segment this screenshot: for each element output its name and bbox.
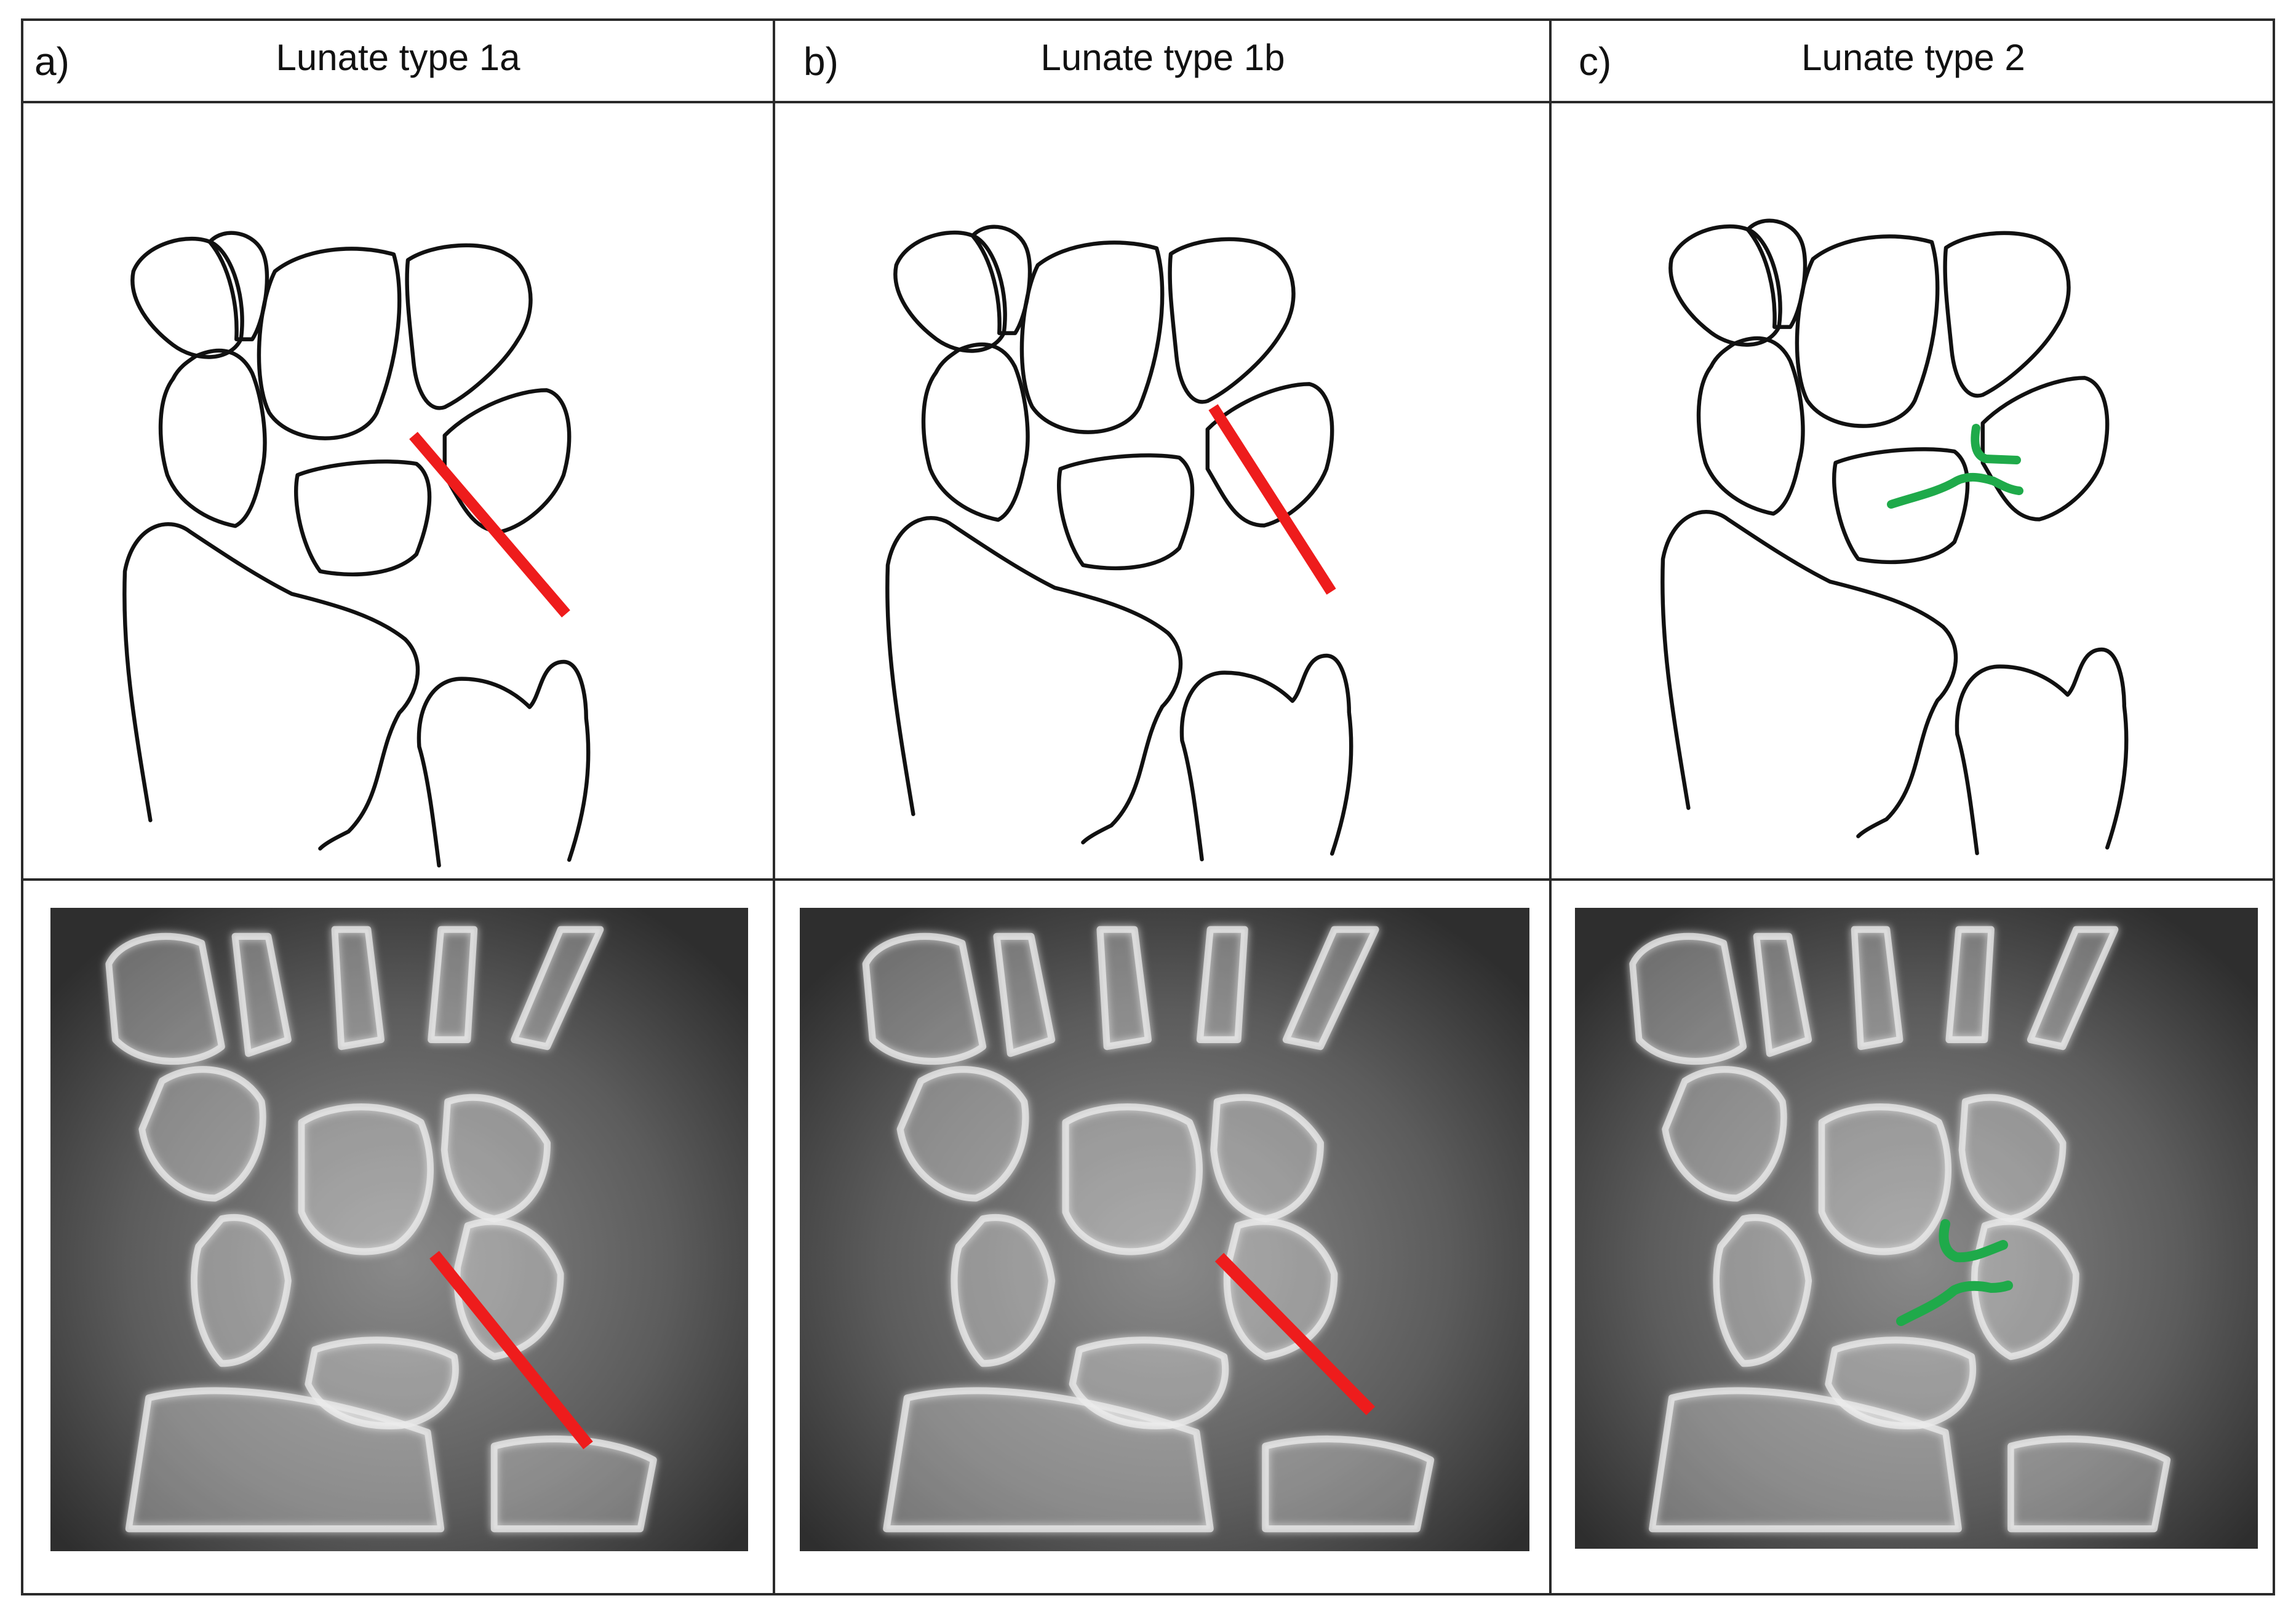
panel-a-schematic — [124, 233, 588, 865]
panel-c-letter: c) — [1579, 39, 1611, 84]
panel-b-header: b) Lunate type 1b — [803, 37, 1285, 84]
panel-a-radiograph — [50, 908, 748, 1551]
panel-b-red-line — [1208, 404, 1336, 595]
panel-c-green-facet — [1887, 424, 2023, 509]
panel-c-title: Lunate type 2 — [1801, 37, 2025, 78]
panel-a-title: Lunate type 1a — [276, 37, 520, 78]
figure-grid — [21, 18, 2275, 1595]
panel-c-header: c) Lunate type 2 — [1579, 37, 2025, 84]
panel-a-xray-red-line — [429, 1250, 593, 1450]
panel-b-radiograph — [800, 908, 1529, 1551]
panel-b-schematic — [887, 227, 1351, 859]
panel-c-schematic — [1662, 221, 2126, 853]
panel-a-red-line — [409, 432, 570, 618]
panel-a-letter: a) — [34, 39, 70, 84]
panel-b-xray-red-line — [1214, 1252, 1376, 1416]
panel-c-radiograph — [1575, 908, 2258, 1549]
panel-c-xray-green-facet — [1896, 1219, 2013, 1326]
panel-b-title: Lunate type 1b — [1040, 37, 1285, 78]
panel-b-letter: b) — [803, 39, 839, 84]
panel-a-header: a) Lunate type 1a — [34, 37, 520, 84]
